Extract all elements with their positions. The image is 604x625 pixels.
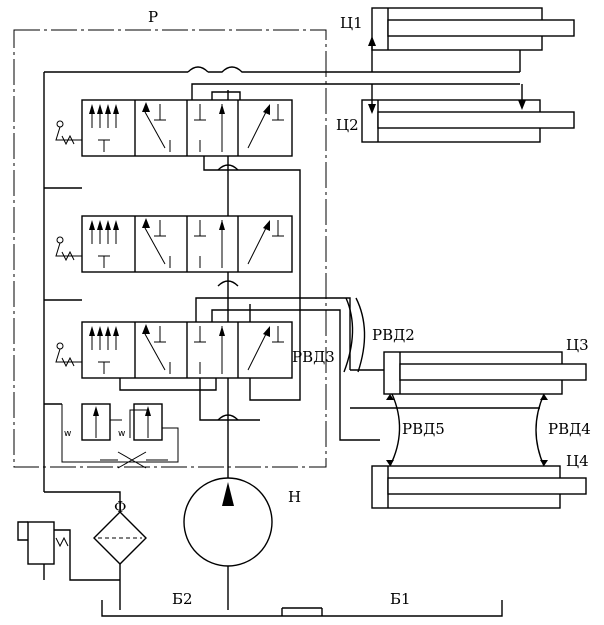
cylinder-c2 [361, 84, 575, 143]
label-hose5: РВД5 [402, 420, 445, 438]
svg-text:w: w [118, 429, 125, 439]
label-distributor: Р [148, 8, 158, 26]
cylinder-c4 [371, 465, 587, 509]
label-pump: Н [288, 488, 301, 506]
hoses [343, 297, 545, 467]
label-tank2: Б2 [172, 590, 193, 608]
label-cyl1: Ц1 [340, 14, 363, 32]
svg-text:w: w [64, 429, 71, 439]
distributor-boundary [13, 29, 327, 468]
valve-section-3 [55, 321, 293, 379]
label-hose4: РВД4 [548, 420, 591, 438]
pump [183, 477, 273, 610]
label-tank1: Б1 [390, 590, 411, 608]
label-hose2: РВД2 [372, 326, 415, 344]
tanks [101, 600, 503, 617]
label-filter: Ф [114, 498, 126, 516]
relief-valve-group: w w [61, 403, 179, 469]
label-cyl3: Ц3 [566, 336, 589, 354]
label-cyl4: Ц4 [566, 452, 589, 470]
valve-section-2 [55, 215, 293, 273]
valve-section-1 [55, 99, 293, 157]
label-hose3: РВД3 [292, 348, 335, 366]
label-cyl2: Ц2 [336, 116, 359, 134]
distributor-lines [43, 66, 520, 492]
cylinder-c3 [350, 351, 587, 409]
filter [17, 491, 147, 610]
cylinder-c1 [368, 7, 575, 72]
